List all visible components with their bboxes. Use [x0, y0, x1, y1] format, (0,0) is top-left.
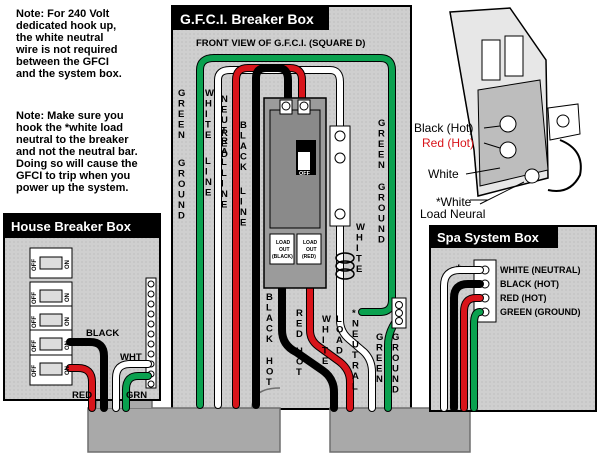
spa-box-title: Spa System Box [437, 230, 540, 245]
spa-wire-green [471, 309, 483, 411]
house-breakers [29, 247, 73, 386]
house-label-grn: GRN [126, 390, 147, 401]
gfci-wires [196, 54, 404, 412]
gfci-title: G.F.C.I. Breaker Box [180, 11, 314, 27]
wire-green-ground [197, 55, 395, 408]
spa-wire-black [450, 280, 484, 412]
left-conduit [87, 407, 281, 453]
house-breaker-on-label: ON [65, 317, 71, 326]
wire-black-line-hot [252, 64, 292, 409]
svg-text:(BLACK): (BLACK) [272, 254, 293, 260]
callout-black-hot: Black (Hot) [414, 121, 473, 135]
spa-terminal-white: WHITE (NEUTRAL) [500, 265, 581, 275]
ground-bar [391, 297, 407, 329]
gfci-photo [449, 7, 582, 201]
wire-black-load [278, 256, 338, 412]
house-breaker-off-label: OFF [32, 316, 38, 328]
callout-load-neural: Load Neural [420, 207, 485, 221]
svg-text:(RED): (RED) [302, 254, 316, 260]
spa-terminal-black: BLACK (HOT) [500, 279, 559, 289]
house-breaker-off-label: OFF [32, 292, 38, 304]
load-out-red-label: LOAD [303, 240, 318, 246]
neutral-bar [329, 125, 351, 227]
house-label-red: RED [72, 390, 92, 401]
gfci-breaker: OFF LOAD OUT (BLACK) LOAD OUT (RED) [263, 97, 327, 289]
photo-callouts: Black (Hot) Red (Hot) White *White Load … [414, 121, 525, 221]
spa-terminal-red: RED (HOT) [500, 293, 547, 303]
svg-text:OUT: OUT [306, 247, 317, 253]
house-breaker-off-label: OFF [32, 259, 38, 271]
house-breaker-on-label: ON [65, 341, 71, 350]
callout-red-hot: Red (Hot) [422, 136, 474, 150]
spa-system-box: Spa System Box * WHITE (NEUTRAL) BLACK (… [429, 225, 597, 412]
house-wire-black [66, 338, 108, 412]
breaker-off-label: OFF [299, 171, 311, 177]
gfci-title-bar [172, 6, 329, 30]
front-view-label: FRONT VIEW OF G.F.C.I. (SQUARE D) [196, 38, 365, 49]
house-wire-red [67, 365, 95, 411]
right-conduit [329, 407, 471, 453]
note-240v: Note: For 240 Volt dedicated hook up, th… [16, 8, 122, 80]
house-label-black: BLACK [86, 328, 119, 339]
house-wire-green [123, 373, 151, 411]
note-neutral: Note: Make sure you hook the *white load… [16, 110, 138, 194]
house-breaker-on-label: ON [65, 366, 71, 375]
svg-text:OUT: OUT [279, 247, 290, 253]
house-label-wht: WHT [120, 352, 142, 363]
house-breaker-on-label: ON [65, 293, 71, 302]
wire-white-load [337, 222, 375, 411]
house-breaker-box: House Breaker Box [3, 213, 161, 412]
load-out-black-label: LOAD [276, 240, 291, 246]
spa-wire-white [441, 267, 483, 411]
house-box-title: House Breaker Box [11, 219, 132, 234]
house-breaker-off-label: OFF [32, 340, 38, 352]
house-breaker-off-label: OFF [32, 365, 38, 377]
spa-terminal-green: GREEN (GROUND) [500, 307, 581, 317]
callout-white-star: *White [436, 195, 472, 209]
spa-wire-red [461, 295, 483, 411]
house-wire-white [113, 361, 151, 411]
callout-white: White [428, 167, 459, 181]
wire-red-load [307, 257, 353, 411]
house-breaker-on-label: ON [65, 260, 71, 269]
